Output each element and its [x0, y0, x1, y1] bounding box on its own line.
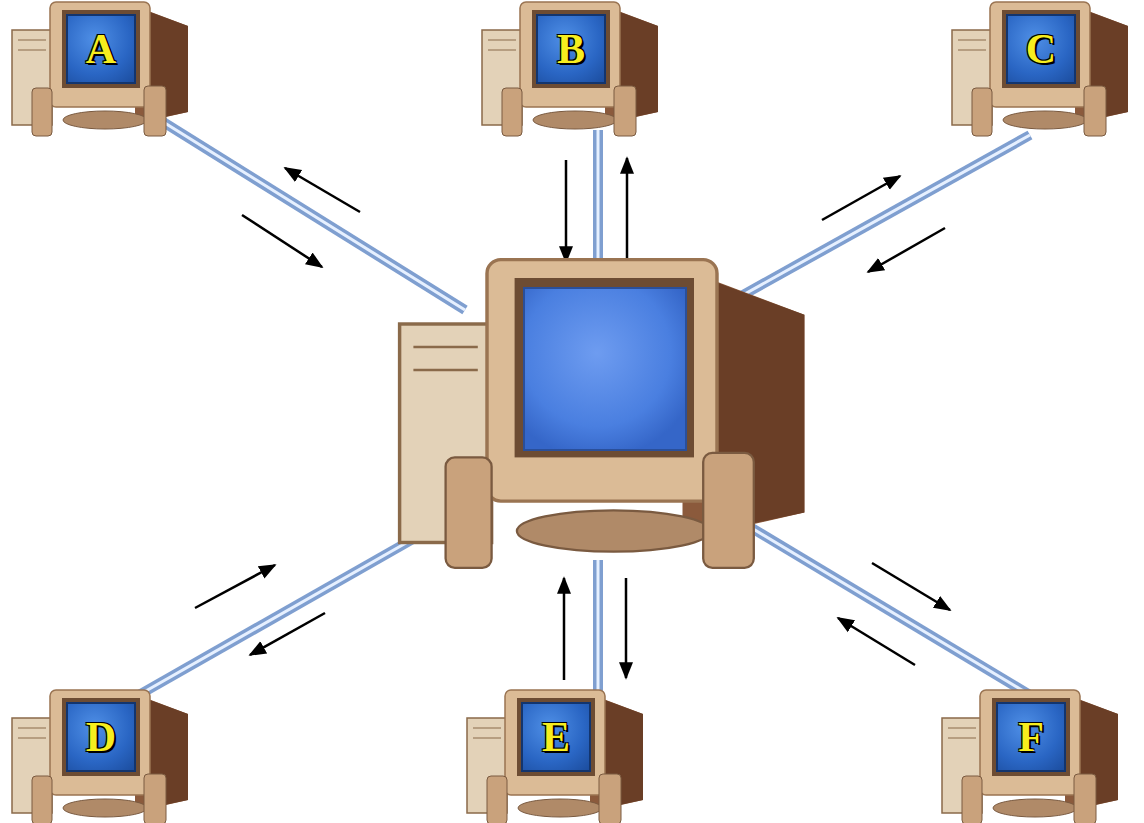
computer-screen: F [996, 702, 1066, 772]
computer-label: E [542, 713, 570, 761]
computer-screen: D [66, 702, 136, 772]
flow-arrows [195, 158, 950, 680]
computer-label: F [1018, 713, 1044, 761]
central-server [400, 260, 805, 568]
network-links [130, 120, 1030, 700]
computer-label: C [1026, 25, 1056, 73]
computer-label: B [557, 25, 585, 73]
computer-screen: C [1006, 14, 1076, 84]
computer-screen: E [521, 702, 591, 772]
computer-screen: A [66, 14, 136, 84]
computer-screen: B [536, 14, 606, 84]
client-computers [12, 2, 1128, 823]
computer-label: A [86, 25, 116, 73]
computer-label: D [86, 713, 116, 761]
